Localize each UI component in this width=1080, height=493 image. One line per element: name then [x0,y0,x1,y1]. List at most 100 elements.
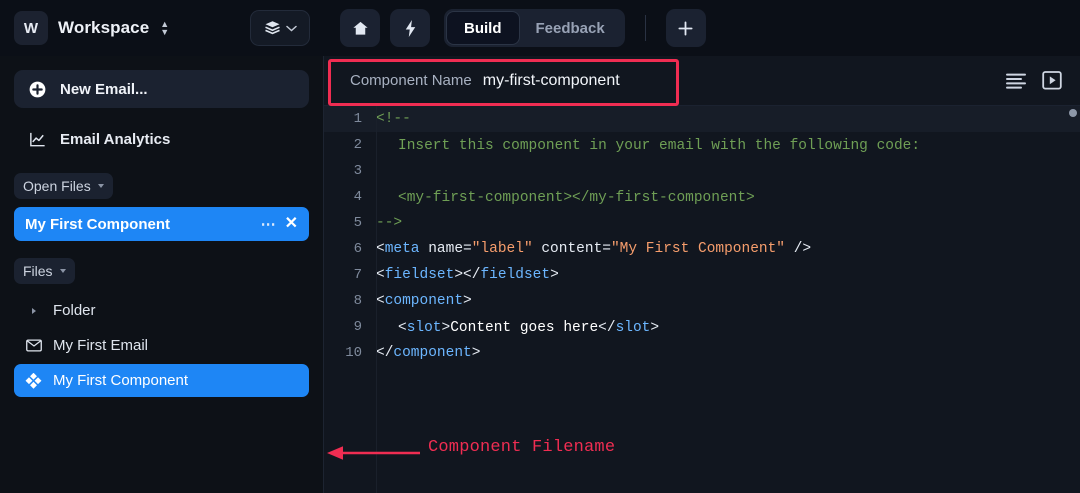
line-number: 7 [353,267,362,283]
open-file-tab-my-first-component[interactable]: My First Component ⋯ ✕ [14,207,309,241]
code-token: --> [376,215,403,231]
mode-toggle-group: Build Feedback [444,9,625,47]
code-token: < [376,241,385,257]
caret-down-icon [97,184,104,188]
code-editor[interactable]: 1 <!-- 2 Insert this component in your emai… [324,106,1080,493]
close-icon[interactable]: ✕ [284,215,298,232]
code-line: 9<slot>Content goes here</slot> [324,314,1080,340]
envelope-icon [25,339,42,352]
code-text: <slot>Content goes here</slot> [376,314,659,340]
top-bar: W Workspace ▲▼ [0,0,1080,56]
editor-scrollbar[interactable] [1066,106,1080,493]
code-text: --> [376,215,402,231]
code-token: < [376,293,385,309]
caret-down-icon [59,269,66,273]
code-token: ></ [454,267,481,283]
code-text: <!-- [376,111,411,127]
file-row-folder[interactable]: Folder [14,294,309,327]
code-token: </ [376,345,394,361]
code-text: <my-first-component></my-first-component… [376,184,755,210]
line-chart-icon [30,132,45,146]
chevron-up-down-icon[interactable]: ▲▼ [160,19,170,37]
code-token: Content goes here [450,319,599,336]
line-number: 6 [353,241,362,257]
new-email-button[interactable]: New Email... [14,70,309,108]
code-token: = [463,241,472,257]
lightning-bolt-icon [405,19,415,37]
code-text: <component> [376,293,472,309]
gutter-divider [376,106,377,493]
tab-build[interactable]: Build [447,12,519,44]
home-button[interactable] [340,9,380,47]
code-text: <fieldset></fieldset> [376,267,559,283]
annotation-label-component-filename: Component Filename [428,438,616,457]
code-token: </ [598,319,616,336]
caret-right-icon[interactable] [25,307,42,314]
plus-icon [678,20,693,36]
file-row-my-first-email[interactable]: My First Email [14,329,309,362]
component-name-input[interactable]: my-first-component [482,71,620,89]
code-text [376,158,398,184]
code-token: "My First Component" [610,241,786,257]
play-in-box-icon[interactable] [1042,71,1062,90]
code-token: < [398,319,407,336]
ellipsis-icon[interactable]: ⋯ [260,216,277,233]
line-number: 1 [353,111,362,127]
new-email-label: New Email... [60,80,148,98]
files-label: Files [23,263,53,279]
sidebar-item-email-analytics[interactable]: Email Analytics [14,122,309,156]
code-token: content [532,241,603,257]
code-line: 8 <component> [324,288,1080,314]
line-number: 10 [345,345,362,361]
code-line: 2 Insert this component in your email wit… [324,132,1080,158]
editor-pane: Component Name my-first-component 1 <!-- 2… [324,56,1080,493]
line-number: 8 [353,293,362,309]
code-token: <my-first-component></my-first-component… [398,189,755,206]
open-files-label: Open Files [23,178,91,194]
editor-header-actions [1006,71,1066,90]
code-line: 4 <my-first-component></my-first-componen… [324,184,1080,210]
code-token: > [550,267,559,283]
line-number: 5 [353,215,362,231]
line-number: 9 [353,319,362,335]
annotation-arrow [327,446,420,460]
automations-button[interactable] [390,9,430,47]
indent-guide [376,158,398,184]
code-token: > [463,293,472,309]
code-token: > [650,319,660,336]
code-lines: 1 <!-- 2 Insert this component in your emai… [324,106,1080,366]
scrollbar-thumb[interactable] [1069,109,1077,117]
layers-switcher-button[interactable] [250,10,310,46]
code-token: slot [615,319,651,336]
workspace-badge: W [14,11,48,45]
code-token: < [376,267,385,283]
email-analytics-label: Email Analytics [60,130,171,148]
file-row-my-first-component[interactable]: My First Component [14,364,309,397]
files-section-header[interactable]: Files [14,258,75,284]
component-name-field[interactable]: Component Name my-first-component [338,66,632,96]
code-text: Insert this component in your email with… [376,132,920,158]
editor-header: Component Name my-first-component [324,56,1080,106]
line-number: 3 [353,163,362,179]
toolbar-divider [644,15,646,41]
tab-feedback[interactable]: Feedback [535,19,605,37]
open-file-tab-label: My First Component [25,215,170,233]
indent-guide [376,184,398,210]
code-token: Insert this component in your email with… [398,137,921,154]
open-files-section-header[interactable]: Open Files [14,173,113,199]
component-diamond-icon [25,372,42,389]
code-token: /> [785,241,812,257]
code-token: fieldset [480,267,551,283]
code-line: 3 [324,158,1080,184]
main-body: New Email... Email Analytics Open Files … [0,56,1080,493]
file-row-label: My First Email [53,337,148,354]
line-number: 4 [353,189,362,205]
add-button[interactable] [665,9,706,47]
lines-list-icon[interactable] [1006,73,1026,89]
file-row-label: Folder [53,302,96,319]
code-line: 10</component> [324,340,1080,366]
indent-guide [376,314,398,340]
file-row-label: My First Component [53,372,189,389]
line-number: 2 [353,137,362,153]
